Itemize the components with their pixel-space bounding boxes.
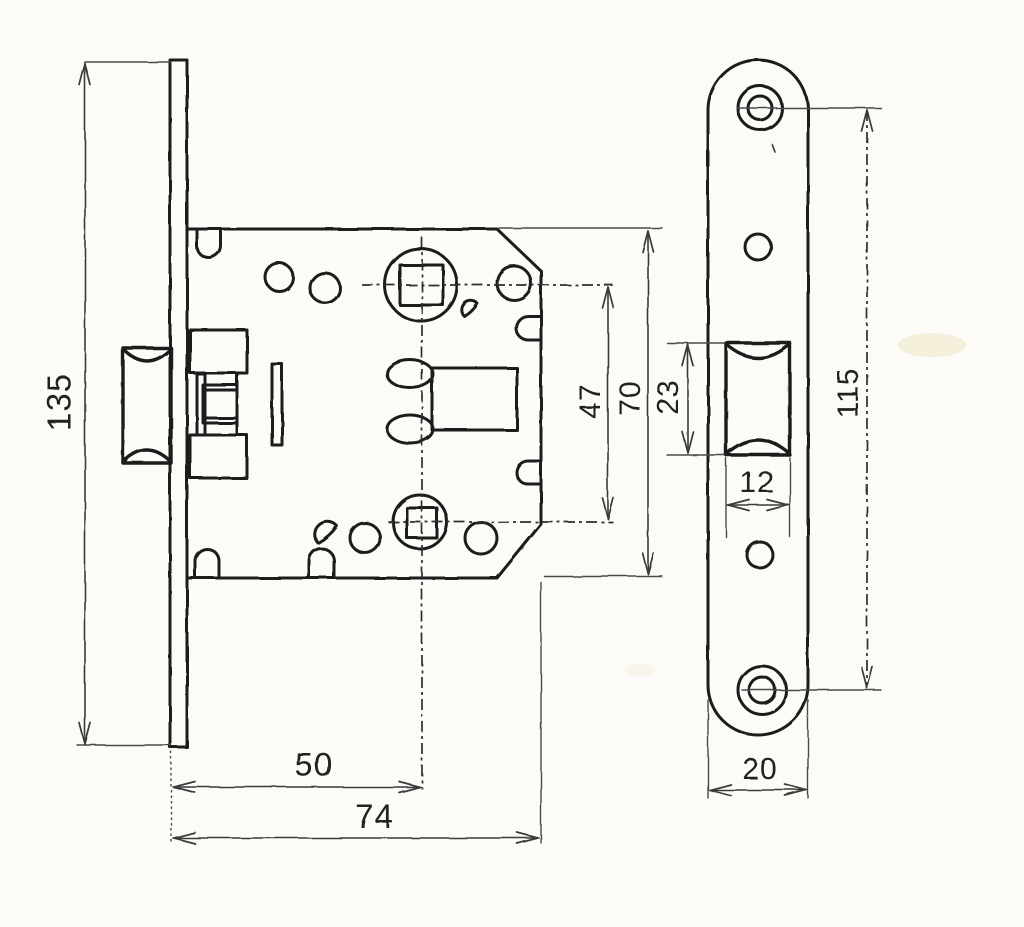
rivet-hole-bottom-2	[463, 520, 499, 556]
comma-cutout-bottom	[313, 520, 339, 545]
dim-70: 70	[498, 227, 663, 577]
bottom-edge-tab-mid	[307, 547, 336, 580]
dim-74-label: 74	[356, 798, 395, 835]
dim-135: 135	[41, 61, 172, 746]
dim-12-extension-lines	[725, 457, 791, 538]
faceplate-front-outline	[706, 58, 810, 737]
latch-bolt-head	[121, 346, 173, 465]
slide-lug-bottom	[385, 413, 435, 445]
dim-115-label: 115	[832, 368, 865, 419]
dim-115-leader-lines	[736, 107, 882, 691]
latch-cutout-top-arc	[724, 342, 792, 360]
scan-smudge	[898, 333, 966, 357]
scan-speck	[771, 143, 776, 153]
rivet-hole-top-2	[308, 271, 342, 305]
dim-74: 74	[172, 581, 542, 845]
left-view-lock-side	[121, 58, 613, 789]
dim-23-label: 23	[652, 379, 685, 414]
dim-135-extension-lines	[76, 61, 172, 746]
pin-hole-lower	[745, 540, 775, 570]
edge-notch-top	[514, 314, 543, 342]
dim-23: 23	[652, 342, 726, 456]
pin-hole-upper	[743, 232, 773, 262]
dim-23-extension-lines	[666, 342, 726, 456]
dim-70-extension-lines	[498, 227, 663, 577]
edge-notch-bottom	[515, 459, 543, 486]
latch-head-bottom-bevel-arc	[121, 448, 173, 464]
dim-12-label: 12	[739, 466, 774, 499]
dim-47-label: 47	[574, 383, 607, 418]
dim-135-label: 135	[41, 373, 78, 431]
dim-20-extension-lines	[707, 699, 809, 799]
latch-cutout	[724, 341, 792, 457]
follower-left-bar	[195, 372, 207, 437]
follower-bottom-block	[188, 433, 249, 480]
dim-47: 47	[574, 286, 615, 520]
latch-head-outline	[121, 346, 173, 465]
latch-cutout-outline	[724, 341, 792, 457]
top-edge-tab	[195, 227, 223, 260]
spring-slot	[270, 362, 284, 447]
scan-smudge-2	[626, 664, 654, 676]
dim-20: 20	[707, 699, 809, 799]
comma-cutout-top	[459, 298, 479, 318]
dimension-annotations: 135 50 74 4	[41, 61, 882, 845]
dim-50-label: 50	[295, 746, 334, 783]
bottom-edge-tab-left	[193, 547, 221, 580]
dim-12: 12	[725, 457, 791, 538]
dim-115: 115	[736, 107, 882, 691]
dim-70-label: 70	[614, 380, 647, 415]
slide-plate	[430, 366, 519, 432]
lock-body-outline	[185, 227, 543, 580]
latch-follower-assembly	[188, 328, 249, 480]
follower-mid-bars	[201, 388, 239, 420]
dim-20-label: 20	[742, 753, 777, 786]
follower-top-block	[188, 328, 249, 375]
rivet-hole-top-1	[263, 261, 295, 293]
latch-head-top-bevel-arc	[121, 347, 173, 363]
rivet-hole-bottom-1	[348, 521, 382, 555]
rivet-hole-top-right	[495, 264, 533, 302]
slide-lug-top	[385, 358, 435, 390]
right-view-faceplate-front	[706, 58, 810, 737]
dim-50: 50	[170, 746, 422, 843]
follower-mid-block	[201, 383, 239, 425]
latch-cutout-bottom-arc	[724, 438, 792, 456]
